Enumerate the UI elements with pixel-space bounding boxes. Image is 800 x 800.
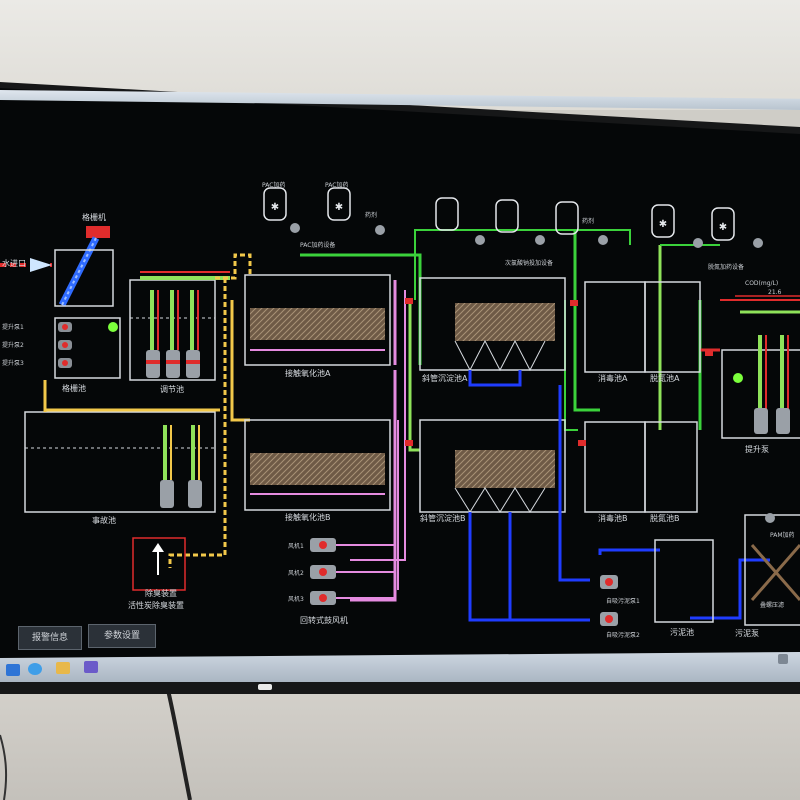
ie-icon[interactable] <box>28 663 42 675</box>
mixing-a-label: 脱氮池A <box>650 374 680 383</box>
sludge-blue-pipes <box>468 370 770 622</box>
folder-icon[interactable] <box>56 662 70 674</box>
water-inlet-arrow <box>0 258 52 272</box>
lift-pump-risers <box>720 299 800 410</box>
windows-start-icon[interactable] <box>6 664 20 676</box>
svg-text:✱: ✱ <box>719 222 727 233</box>
dosing-pumps-top[interactable] <box>290 223 775 523</box>
sludge-tank[interactable] <box>654 539 714 623</box>
accident-tank-pump-risers <box>163 425 200 480</box>
grille-machine-label: 格栅机 <box>82 213 106 222</box>
dosing-tanks-right[interactable]: ✱ ✱ <box>651 204 735 241</box>
pac-tanks[interactable]: ✱ ✱ <box>263 187 351 221</box>
filter-press-label: 叠螺压滤 <box>760 602 785 609</box>
left-item-2: 提升泵2 <box>2 342 24 349</box>
bio-tank-b[interactable] <box>244 419 391 511</box>
wall-background-bottom <box>0 690 800 800</box>
app-icon[interactable] <box>778 654 788 664</box>
grille-tank[interactable] <box>54 249 121 379</box>
sludge-pump-1[interactable] <box>600 575 618 589</box>
ad-tank-a[interactable] <box>584 281 646 373</box>
svg-text:✱: ✱ <box>335 202 343 213</box>
dosing-device-label: 脱氮加药设备 <box>708 264 745 271</box>
accident-tank[interactable] <box>24 411 216 513</box>
pac-a-label: PAC加药 <box>262 182 286 189</box>
bio-tank-a[interactable] <box>244 274 391 366</box>
blower-1-label: 风机1 <box>288 543 304 550</box>
mixing-b-label: 脱氮池B <box>650 514 680 523</box>
settle-tank-b[interactable] <box>419 419 566 513</box>
filter-press-body <box>750 544 800 601</box>
yellow-main-pipe <box>168 253 252 568</box>
sludge-pump-2-label: 自吸污泥泵2 <box>606 632 640 639</box>
chem-tanks[interactable] <box>435 197 579 235</box>
sludge-tank-label: 污泥池 <box>670 628 694 637</box>
left-item-3: 提升泵3 <box>2 360 24 367</box>
adjust-tank-label: 调节池 <box>160 385 184 394</box>
settle-a-label: 斜管沉淀池A <box>422 374 468 383</box>
monitor-logo <box>258 684 272 690</box>
sludge-pump-1-label: 自吸污泥泵1 <box>606 598 640 605</box>
water-inlet-label: 水进口 <box>2 259 26 268</box>
deodorizer-sub-label: 活性炭除臭装置 <box>128 601 184 610</box>
blower-3-label: 风机3 <box>288 596 304 603</box>
filter-press-frame[interactable] <box>744 514 800 626</box>
accident-tank-label: 事故池 <box>92 516 116 525</box>
settle-b-label: 斜管沉淀池B <box>420 514 466 523</box>
bio-tank-b-label: 接触氧化池B <box>285 513 331 522</box>
chem-a-label: 药剂 <box>365 212 378 219</box>
left-item-1: 提升泵1 <box>2 324 24 331</box>
mixing-tank-a[interactable] <box>644 281 701 373</box>
red-valves[interactable] <box>405 298 713 446</box>
adjust-tank-pumps[interactable] <box>146 350 200 378</box>
param-settings-button[interactable]: 参数设置 <box>88 624 156 648</box>
blower-2-label: 风机2 <box>288 570 304 577</box>
lift-pump-label: 提升泵 <box>745 445 769 454</box>
blower-1[interactable] <box>310 538 336 552</box>
blower-3[interactable] <box>310 591 336 605</box>
chem-b-label: 药剂 <box>582 218 595 225</box>
media-icon[interactable] <box>84 661 98 673</box>
lift-pumps[interactable] <box>754 408 790 434</box>
sludge-pump-label: 污泥泵 <box>735 629 759 638</box>
sludge-pump-2[interactable] <box>600 612 618 626</box>
aeration-air-pipes <box>335 280 406 602</box>
svg-text:✱: ✱ <box>271 202 279 213</box>
pac-device-label: PAC加药设备 <box>300 242 336 249</box>
blower-name-label: 回转式鼓风机 <box>300 616 348 625</box>
bio-tank-a-label: 接触氧化池A <box>285 369 331 378</box>
ad-tank-b[interactable] <box>584 421 646 513</box>
svg-text:✱: ✱ <box>659 219 667 230</box>
disinfect-device-label: 次氯酸钠投加设备 <box>505 260 554 267</box>
windows-taskbar <box>0 652 800 682</box>
accident-tank-pumps[interactable] <box>160 480 202 508</box>
ad-tank-a-label: 消毒池A <box>598 374 628 383</box>
deodorizer-device[interactable] <box>132 537 186 591</box>
deodorizer-label: 除臭装置 <box>145 589 177 598</box>
level-indicator-lift <box>733 373 743 383</box>
settle-tank-a[interactable] <box>419 277 566 372</box>
cod-value: 21.6 <box>768 289 782 296</box>
blower-2[interactable] <box>310 565 336 579</box>
adjust-tank-pump-risers <box>140 271 230 350</box>
pac-b-label: PAC加药 <box>325 182 349 189</box>
mixing-tank-b[interactable] <box>644 421 698 513</box>
left-pump-group[interactable] <box>58 322 72 368</box>
grille-tank-label: 格栅池 <box>62 384 86 393</box>
green-process-pipes <box>300 229 720 452</box>
cod-label: COD(mg/L) <box>745 280 779 287</box>
ad-tank-b-label: 消毒池B <box>598 514 628 523</box>
alarm-info-button[interactable]: 报警信息 <box>18 626 82 650</box>
level-indicator-grille <box>108 322 118 332</box>
pam-device-label: PAM加药 <box>770 532 795 539</box>
grille-machine[interactable] <box>58 226 110 307</box>
